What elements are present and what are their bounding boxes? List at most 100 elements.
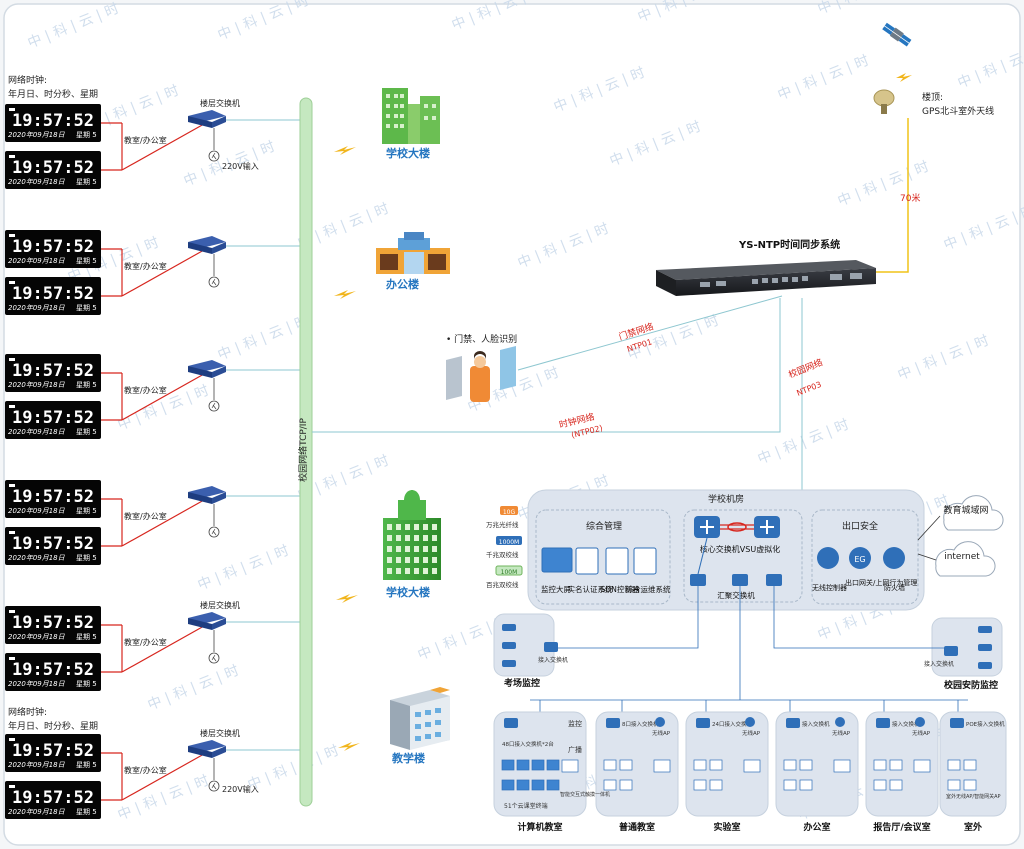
network-clock: [5, 230, 101, 268]
mgmt-item-label: 实名认证系统: [568, 584, 613, 594]
clock-cable: [121, 499, 205, 547]
network-clock: [5, 401, 101, 439]
access-switch-label: 8口接入交换机: [622, 720, 659, 728]
window: [432, 535, 437, 541]
legend-tag-100m: 100M: [501, 569, 518, 576]
floor-switch-side: [212, 242, 226, 254]
exam-zone-label: 考场监控: [504, 677, 540, 689]
power-label: 220V输入: [222, 784, 259, 794]
clock-weekday: 星期 5: [76, 680, 97, 688]
clock-brand-mark: [9, 405, 15, 408]
cloud-link: [917, 553, 937, 561]
floor-groups: 19:57:522020年09月18日星期 519:57:522020年09月1…: [5, 98, 300, 819]
mgmt-item-label: 监控大屏: [541, 584, 571, 594]
clock-brand-mark: [9, 484, 15, 487]
floor-switch-side: [188, 618, 212, 630]
mgmt-item-icon: [541, 547, 573, 573]
clock-weekday: 星期 5: [76, 304, 97, 312]
aggregation-switch-icons: [690, 537, 782, 586]
backbone-label: 校园网络TCP/IP: [297, 418, 309, 482]
computer-terminal-label: 51个云课堂终端: [504, 802, 548, 810]
window: [387, 535, 392, 541]
zone-label: 报告厅/会议室: [873, 821, 930, 833]
security-box: [811, 509, 919, 605]
room-label: 教室/办公室: [124, 765, 167, 775]
floor-switch-side: [188, 366, 212, 378]
terminal-icon: [709, 759, 723, 771]
clock-cable: [121, 625, 205, 673]
security-switch-label: 接入交换机: [924, 660, 954, 668]
clock-brand-mark: [9, 281, 15, 284]
access-switch-label: 48口接入交换机*2台: [502, 740, 554, 748]
window: [405, 535, 410, 541]
window: [423, 546, 428, 552]
clock-network-link: [312, 298, 781, 433]
security-icons: EG: [817, 547, 905, 569]
access-switch-icon: [504, 718, 518, 728]
zone-label: 室外: [964, 821, 982, 833]
access-switch-icon: [876, 718, 890, 728]
clock-time: 19:57:52: [12, 284, 94, 304]
terminal-icon: [546, 759, 560, 771]
terminal-icon: [783, 759, 797, 771]
security-camera-icons: [944, 626, 992, 669]
smart-board-icon: [653, 759, 671, 773]
window: [405, 546, 410, 552]
clock-date: 2020年09月18日: [8, 507, 66, 515]
firewall-label: 防火墙: [884, 583, 905, 592]
clock-desc-top-line1: 网络时钟:: [8, 74, 47, 86]
core-switch-label: 核心交换机VSU虚拟化: [700, 544, 780, 554]
room-label: 教室/办公室: [124, 511, 167, 521]
terminal-icon: [693, 779, 707, 791]
terminal-icon: [546, 779, 560, 791]
window: [396, 524, 401, 530]
access-switch-icon: [606, 718, 620, 728]
window: [414, 535, 419, 541]
access-control-label: • 门禁、人脸识别: [446, 333, 517, 345]
legend-label-100m: 百兆双绞线: [486, 580, 519, 589]
ntp-title: YS-NTP时间同步系统: [738, 238, 840, 251]
clock-date: 2020年09月18日: [8, 554, 66, 562]
floor-switch-label: 楼层交换机: [200, 98, 240, 108]
mgmt-item-label: 综合运维系统: [626, 584, 671, 594]
clock-time: 19:57:52: [12, 237, 94, 257]
computer-broadcast-label: 广播: [568, 745, 582, 754]
access-switch-label: POE接入交换机: [966, 720, 1005, 728]
access-control-link: [517, 295, 783, 371]
clock-desc-bottom-line2: 年月日、时分秒、星期: [8, 720, 98, 732]
security-title: 出口安全: [842, 520, 878, 532]
window: [423, 535, 428, 541]
clock-weekday: 星期 5: [76, 257, 97, 265]
clock-cable: [121, 249, 205, 297]
window: [414, 568, 419, 574]
window: [387, 524, 392, 530]
clock-date: 2020年09月18日: [8, 178, 66, 186]
window: [432, 557, 437, 563]
window: [387, 546, 392, 552]
mgmt-item-icon: [575, 547, 599, 575]
terminal-icon: [531, 779, 545, 791]
clock-time: 19:57:52: [12, 408, 94, 428]
school-building-2-icon: [383, 490, 441, 580]
terminal-icon: [603, 779, 617, 791]
floor-switch-side: [212, 366, 226, 378]
datacenter-panel: [527, 489, 925, 611]
lightning-icons: [334, 146, 360, 751]
power-symbol-icon: [208, 652, 220, 664]
network-clock: [5, 277, 101, 315]
datacenter-title: 学校机房: [708, 493, 744, 505]
wireless-ap-label: 无线AP: [832, 729, 851, 737]
floor-switch-side: [212, 618, 226, 630]
clock-brand-mark: [9, 155, 15, 158]
clock-time: 19:57:52: [12, 158, 94, 178]
wireless-ap-icon: [915, 717, 925, 727]
legend-label-10g: 万兆光纤线: [486, 520, 519, 529]
floor-switch-side: [212, 492, 226, 504]
clock-brand-mark: [9, 610, 15, 613]
network-clock: [5, 781, 101, 819]
power-symbol-icon: [211, 528, 217, 536]
teaching-building-label: 教学楼: [391, 751, 425, 765]
network-clock: [5, 606, 101, 644]
